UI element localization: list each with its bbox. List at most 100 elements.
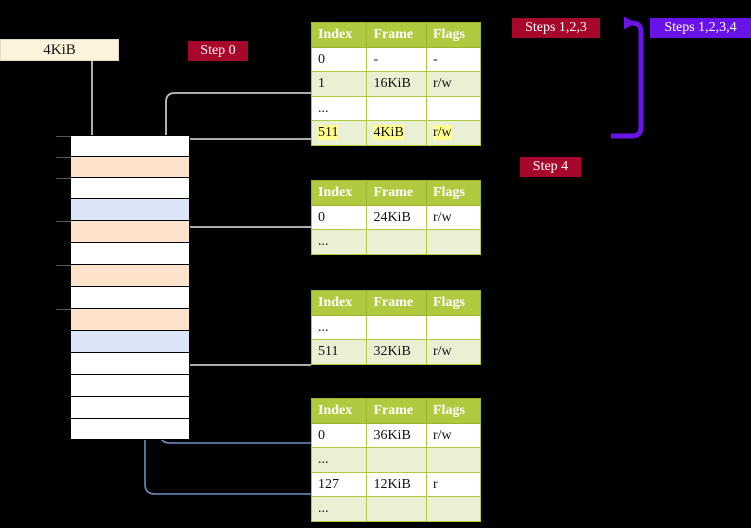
column-header-frame: Frame — [366, 290, 427, 316]
memory-block — [56, 220, 190, 242]
memory-block-tick — [56, 178, 71, 179]
column-header-flags: Flags — [426, 22, 481, 48]
highlighted-value: r/w — [433, 125, 452, 140]
cell-index: 0 — [310, 46, 368, 72]
column-header-index: Index — [310, 180, 368, 206]
table-row: ... — [310, 95, 481, 121]
memory-block — [70, 242, 190, 264]
cell-flags — [426, 496, 481, 522]
memory-block — [56, 177, 190, 198]
memory-block — [56, 308, 190, 330]
cell-frame — [366, 447, 427, 473]
cell-flags — [426, 314, 481, 340]
badge-step-0-label: Step 0 — [200, 43, 236, 58]
cell-frame: 16KiB — [366, 71, 427, 97]
cell-flags: r/w — [426, 71, 481, 97]
badge-steps-123-label: Steps 1,2,3 — [525, 20, 587, 35]
cell-index: ... — [310, 496, 368, 522]
wire-pt1-row0-to-memory — [177, 226, 311, 264]
cell-flags: r/w — [426, 339, 481, 365]
wire-pt0-row1-to-memory — [165, 92, 311, 155]
badge-step-0: Step 0 — [188, 41, 248, 61]
memory-block-tick — [56, 221, 71, 222]
column-header-frame: Frame — [366, 180, 427, 206]
memory-block — [70, 286, 190, 308]
memory-block — [70, 374, 190, 396]
memory-block-tick — [56, 136, 71, 137]
cell-flags — [426, 229, 481, 255]
column-header-flags: Flags — [426, 290, 481, 316]
cell-frame: 24KiB — [366, 204, 427, 230]
wire-steps-violet-arrow — [611, 16, 644, 139]
highlighted-value: 511 — [318, 125, 339, 140]
cell-index: 0 — [310, 204, 368, 230]
memory-block — [70, 396, 190, 418]
table-header-row: Index Frame Flags — [310, 180, 481, 206]
cell-flags: r — [426, 471, 481, 497]
table-header-row: Index Frame Flags — [310, 22, 481, 48]
memory-block — [56, 264, 190, 286]
highlighted-value: 4KiB — [373, 125, 404, 140]
cell-frame — [366, 95, 427, 121]
cell-frame: 32KiB — [366, 339, 427, 365]
cell-flags — [426, 447, 481, 473]
cell-index: 127 — [310, 471, 368, 497]
memory-block — [56, 156, 190, 177]
cell-flags — [426, 95, 481, 121]
badge-step-4-label: Step 4 — [532, 159, 569, 174]
table-row: ... — [310, 447, 481, 473]
memory-size-banner: 4KiB — [0, 39, 119, 61]
memory-block — [70, 330, 190, 352]
badge-steps-1234-label: Steps 1,2,3,4 — [664, 20, 737, 35]
badge-steps-1234: Steps 1,2,3,4 — [650, 18, 751, 38]
memory-block-tick — [56, 309, 71, 310]
table-header-row: Index Frame Flags — [310, 290, 481, 316]
cell-index: 0 — [310, 422, 368, 448]
wire-pt3-row127-to-memory — [144, 222, 311, 495]
column-header-index: Index — [310, 290, 368, 316]
wire-pt2-511-to-memory — [177, 311, 311, 366]
physical-memory-column — [56, 135, 190, 440]
cell-index: ... — [310, 95, 368, 121]
memory-size-label: 4KiB — [43, 41, 76, 58]
cell-frame — [366, 314, 427, 340]
cell-index: ... — [310, 447, 368, 473]
column-header-flags: Flags — [426, 398, 481, 424]
cell-frame — [366, 496, 427, 522]
memory-block — [70, 198, 190, 220]
memory-block — [70, 418, 190, 440]
column-header-index: Index — [310, 22, 368, 48]
table-row: ... — [310, 314, 481, 340]
memory-block — [56, 135, 190, 156]
column-header-index: Index — [310, 398, 368, 424]
cell-frame: 36KiB — [366, 422, 427, 448]
cell-flags: r/w — [426, 120, 481, 146]
memory-block-tick — [56, 157, 71, 158]
memory-block — [70, 352, 190, 374]
table-row: 0-- — [310, 46, 481, 72]
cell-frame: 4KiB — [366, 120, 427, 146]
memory-block-tick — [56, 265, 71, 266]
cell-index: 511 — [310, 120, 368, 146]
table-header-row: Index Frame Flags — [310, 398, 481, 424]
table-row: ... — [310, 229, 481, 255]
column-header-frame: Frame — [366, 22, 427, 48]
cell-frame: 12KiB — [366, 471, 427, 497]
badge-steps-123: Steps 1,2,3 — [512, 18, 600, 38]
column-header-frame: Frame — [366, 398, 427, 424]
cell-index: 1 — [310, 71, 368, 97]
table-row: 511 4KiB r/w — [310, 120, 481, 146]
cell-flags: r/w — [426, 422, 481, 448]
